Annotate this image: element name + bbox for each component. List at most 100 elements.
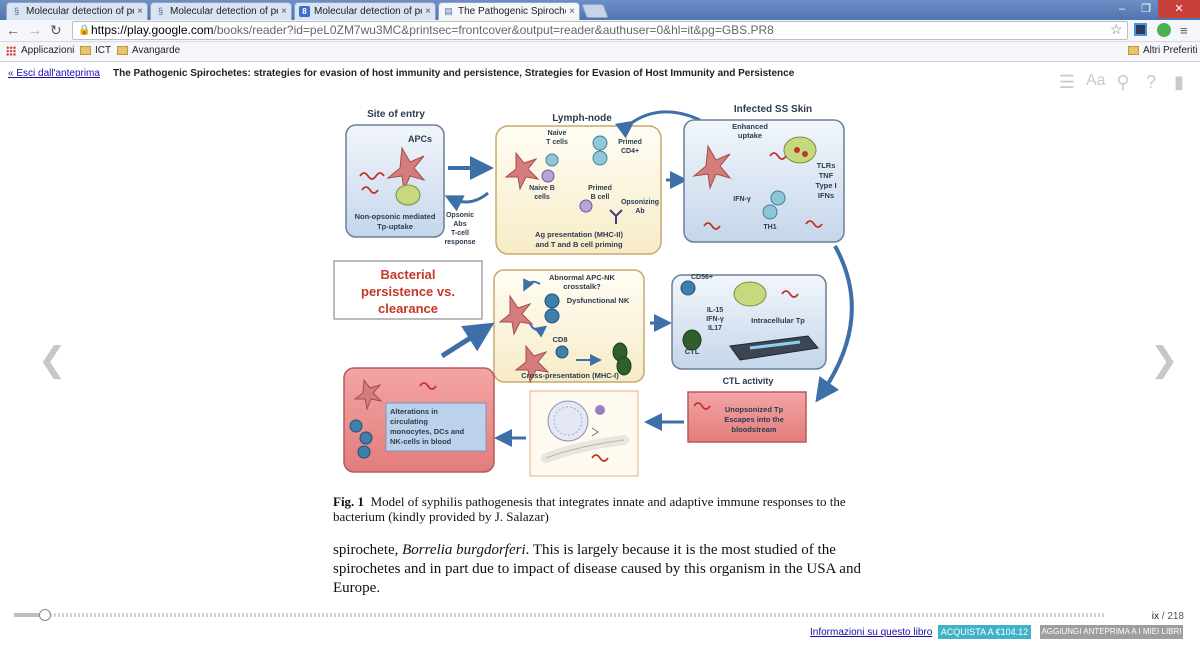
search-icon[interactable]: ⚲ xyxy=(1116,72,1130,92)
bookmark-avangarde[interactable]: Avangarde xyxy=(117,45,180,56)
text-size-icon[interactable]: Aa xyxy=(1086,72,1106,89)
naive-b-label: cells xyxy=(534,194,550,201)
close-tab-icon[interactable]: × xyxy=(425,6,431,17)
url-host: https://play.google.com xyxy=(91,23,214,37)
alterations-label: Alterations in xyxy=(390,407,438,416)
close-tab-icon[interactable]: × xyxy=(137,6,143,17)
restore-icon[interactable]: ❐ xyxy=(1141,3,1151,15)
arrow-icon xyxy=(529,323,548,338)
close-tab-icon[interactable]: × xyxy=(569,6,575,17)
folder-icon xyxy=(80,46,91,55)
close-window-icon[interactable]: ✕ xyxy=(1158,0,1200,18)
page-current: ix xyxy=(1151,611,1159,622)
buy-button[interactable]: ACQUISTA A €104.12 xyxy=(938,625,1031,639)
unopsonized-label: Escapes into the xyxy=(724,415,784,424)
tab-molecular-3[interactable]: 8 Molecular detection of pe × xyxy=(294,2,436,20)
extension-green-icon[interactable] xyxy=(1157,23,1171,37)
page-slider-track[interactable] xyxy=(14,613,1104,617)
dendritic-cell-icon xyxy=(504,151,540,191)
dendritic-cell-icon xyxy=(692,144,732,190)
bookmark-ict[interactable]: ICT xyxy=(80,45,111,56)
spirochete-icon xyxy=(769,152,787,160)
tab-label: The Pathogenic Spirochet xyxy=(458,6,567,17)
extension-icon[interactable] xyxy=(1134,23,1147,36)
ctl-box: CD56+ IL-15 IFN-γ IL17 Intracellular Tp … xyxy=(671,274,827,370)
figure-caption-text: Model of syphilis pathogenesis that inte… xyxy=(333,494,846,524)
enhanced-uptake-label: Enhanced xyxy=(732,122,768,131)
bacteria-dot-icon xyxy=(794,147,800,153)
alterations-label: circulating xyxy=(390,417,428,426)
dendritic-cell-icon xyxy=(353,378,383,411)
contents-icon[interactable]: ☰ xyxy=(1058,72,1076,92)
opsonizing-label: Ab xyxy=(635,208,644,215)
tlrs-label: TNF xyxy=(819,171,834,180)
close-tab-icon[interactable]: × xyxy=(281,6,287,17)
enhanced-uptake-label: uptake xyxy=(738,131,762,140)
address-bar[interactable]: 🔒 https://play.google.com/books/reader?i… xyxy=(72,21,1128,40)
marrow-texture-icon xyxy=(553,406,583,436)
add-to-library-button[interactable]: AGGIUNGI ANTEPRIMA A I MIEI LIBRI xyxy=(1040,625,1183,639)
spirochete-icon xyxy=(693,402,711,410)
book-favicon-icon: ▤ xyxy=(444,6,453,16)
non-opsonic-label: Non-opsonic mediated xyxy=(355,212,436,221)
tab-label: Molecular detection of pe xyxy=(314,6,423,17)
tab-molecular-2[interactable]: § Molecular detection of pe × xyxy=(150,2,292,20)
page-indicator: ix / 218 xyxy=(1152,611,1184,622)
spirochete-icon xyxy=(805,220,823,228)
book-title: The Pathogenic Spirochetes: strategies f… xyxy=(113,68,795,79)
page-slider-fill xyxy=(14,613,45,617)
ctl-cell-icon xyxy=(682,329,702,351)
body-text-prefix: spirochete, xyxy=(333,542,403,558)
alterations-label: NK-cells in blood xyxy=(390,437,452,446)
page-slider-knob[interactable] xyxy=(39,609,51,621)
apcs-label: APCs xyxy=(408,134,432,144)
lymph-node-heading: Lymph-node xyxy=(552,113,612,124)
primed-cd4-label: Primed xyxy=(618,139,642,146)
body-text-suffix: . This is largely because it is the most… xyxy=(333,542,861,596)
new-tab-button[interactable] xyxy=(581,4,609,18)
tab-strip: § Molecular detection of pe × § Molecula… xyxy=(0,0,1200,20)
bookmark-label: ICT xyxy=(95,45,112,56)
t-cell-icon xyxy=(762,204,778,220)
il15-label: IL-15 xyxy=(707,307,723,314)
ctl-cell-icon xyxy=(616,356,632,376)
tab-label: Molecular detection of pe xyxy=(170,6,279,17)
next-page-chevron-icon[interactable]: ❯ xyxy=(1150,341,1179,379)
url-path: /books/reader?id=peL0ZM7wu3MC&printsec=f… xyxy=(213,23,774,37)
ctl-label: CTL xyxy=(685,347,700,356)
bookmark-star-icon[interactable]: ☆ xyxy=(1110,21,1123,37)
persistence-box: Bacterial persistence vs. clearance xyxy=(333,260,483,320)
arrow-icon xyxy=(815,245,854,403)
persistence-label: clearance xyxy=(378,301,438,316)
opsonic-label: response xyxy=(444,239,475,246)
il15-label: IL17 xyxy=(708,325,722,332)
tab-pathogenic-spirochetes[interactable]: ▤ The Pathogenic Spirochet × xyxy=(438,2,580,20)
t-cell-icon xyxy=(592,150,608,166)
book-info-link[interactable]: Informazioni su questo libro xyxy=(810,627,933,638)
exit-preview-link[interactable]: « Esci dall'anteprima xyxy=(8,68,100,79)
spirochete-favicon-icon: § xyxy=(157,6,163,16)
primed-b-label: B cell xyxy=(591,194,610,201)
blood-vessel-highlight-icon xyxy=(749,340,801,350)
abnormal-crosstalk-label: crosstalk? xyxy=(563,282,601,291)
bookmark-icon[interactable]: ▮ xyxy=(1174,72,1184,92)
bookmark-other[interactable]: Altri Preferiti xyxy=(1128,45,1197,56)
back-arrow-icon[interactable]: ← xyxy=(6,22,20,38)
menu-icon[interactable]: ≡ xyxy=(1180,23,1188,38)
spirochete-icon xyxy=(781,290,799,298)
figure-label: Fig. 1 xyxy=(333,494,365,509)
forward-arrow-icon[interactable]: → xyxy=(28,22,42,38)
bookmark-apps[interactable]: Applicazioni xyxy=(6,45,74,56)
reload-icon[interactable]: ↻ xyxy=(50,22,62,38)
help-icon[interactable]: ? xyxy=(1145,72,1156,92)
minimize-icon[interactable]: – xyxy=(1118,3,1126,15)
spirochete-icon xyxy=(703,222,721,230)
bone-marrow-box xyxy=(529,390,639,477)
tab-molecular-1[interactable]: § Molecular detection of pe × xyxy=(6,2,148,20)
naive-t-label: Naive xyxy=(548,130,567,137)
monocyte-icon xyxy=(359,431,373,445)
persistence-label: persistence vs. xyxy=(361,284,455,299)
previous-page-chevron-icon[interactable]: ❮ xyxy=(38,341,67,379)
legend-dot-icon xyxy=(595,405,605,415)
page-separator: / xyxy=(1158,611,1168,622)
